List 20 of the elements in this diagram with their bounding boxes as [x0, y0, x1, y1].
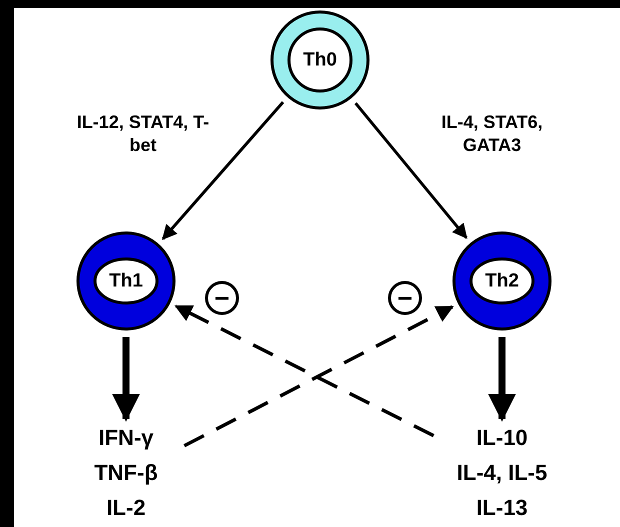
arrow — [162, 101, 284, 240]
cell-label: Th2 — [485, 272, 519, 290]
cell-label: Th0 — [303, 50, 337, 70]
cell-circle — [452, 231, 552, 331]
edge-label: IL-4, STAT6, GATA3 — [440, 111, 544, 158]
cytokine-label: IL-2 — [106, 494, 146, 521]
cell-circle — [270, 10, 370, 110]
cytokine-label: IL-13 — [476, 494, 528, 521]
arrow — [112, 337, 140, 422]
arrow — [354, 102, 468, 239]
inhibition-arrow — [174, 304, 434, 438]
cell-circle — [76, 231, 176, 331]
inhibition-arrow — [184, 305, 454, 448]
arrow — [488, 337, 516, 422]
cytokine-label: TNF-β — [94, 460, 158, 486]
cytokine-label: IL-10 — [476, 425, 528, 452]
edge-label: IL-12, STAT4, T-bet — [76, 111, 210, 158]
cytokine-label: IFN-γ — [98, 425, 154, 452]
cytokine-label: IL-4, IL-5 — [456, 460, 548, 486]
cell-label: Th1 — [109, 272, 143, 290]
